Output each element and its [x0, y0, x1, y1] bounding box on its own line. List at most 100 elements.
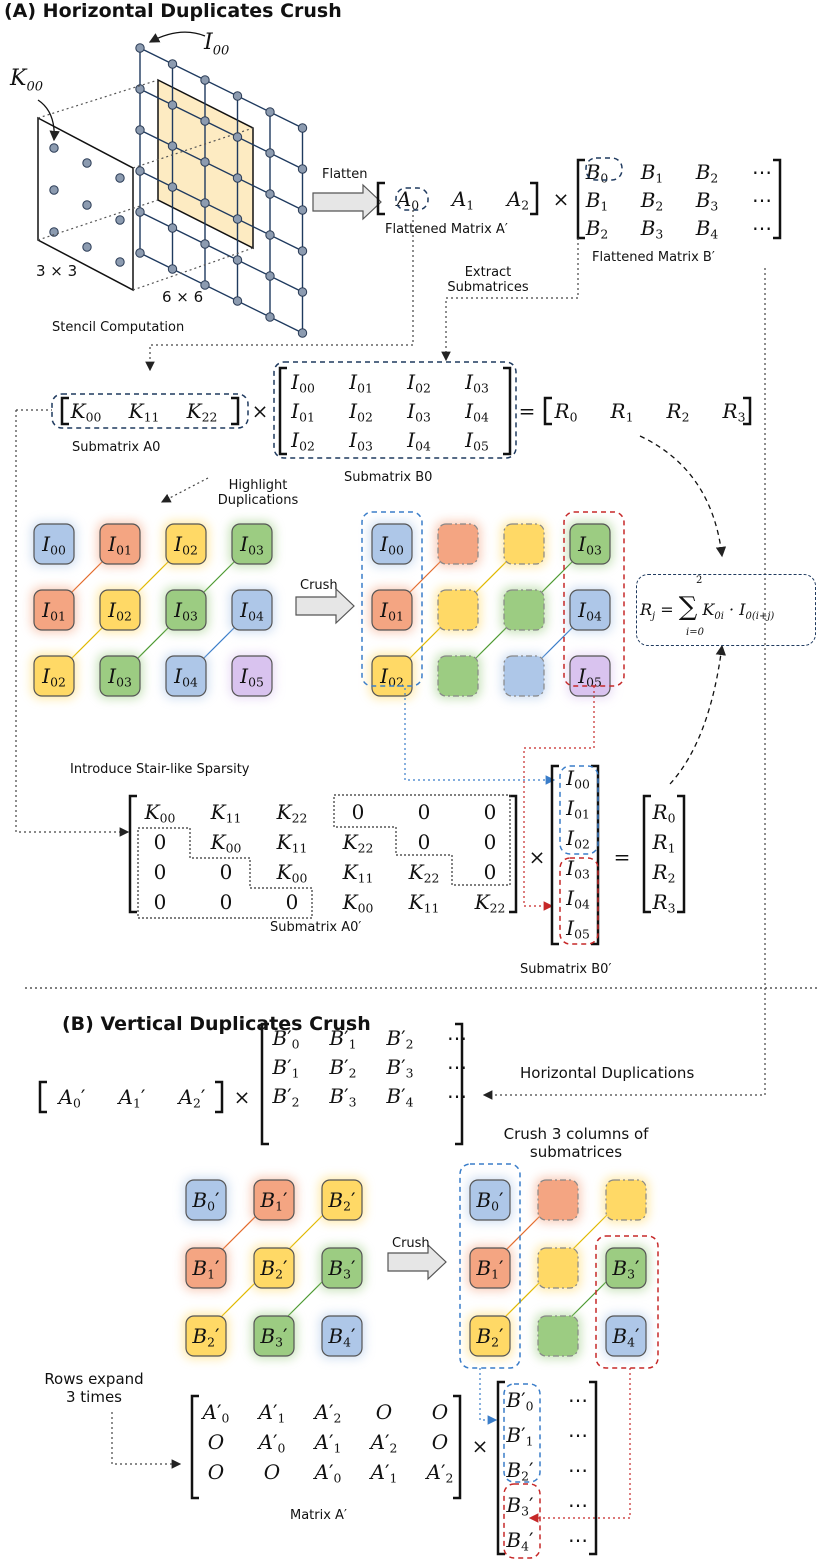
a0p-entry: K11: [342, 860, 374, 885]
crushed-cell: [537, 1247, 579, 1289]
formula-lower: i=0: [686, 627, 704, 638]
kernel-point: [49, 143, 59, 153]
horizontal-dup-line: [482, 268, 766, 1100]
cell-label: I01: [41, 598, 66, 623]
r-col-formula-arrow: [669, 644, 727, 785]
matrix-a-entry: A′1: [257, 1400, 286, 1425]
matrix-cell: [569, 589, 611, 631]
matrix-cell: [185, 1179, 227, 1221]
b-b-entry: B′2: [328, 1055, 356, 1080]
matrix-bracket: [38, 1080, 47, 1114]
cell-label: I01: [379, 598, 404, 623]
matrix-b-entry: B′0: [505, 1388, 533, 1413]
grid-point: [265, 107, 275, 117]
kernel-point: [115, 173, 125, 183]
crushed-cell: [437, 589, 479, 631]
a0p-entry: K11: [408, 890, 440, 915]
matrix-bracket: [128, 794, 137, 914]
a0p-entry: K00: [144, 800, 176, 825]
grid-point: [135, 125, 145, 135]
matrix-cell: [321, 1247, 363, 1289]
grid-point: [265, 271, 275, 281]
grid-point: [232, 296, 243, 306]
b0p-entry: I03: [565, 856, 590, 881]
kernel-point: [115, 215, 125, 225]
section-b-title: (B) Vertical Duplicates Crush: [62, 1013, 371, 1035]
cell-label: B0′: [475, 1188, 504, 1213]
r-entry: R2: [666, 399, 690, 424]
kernel-point: [82, 200, 92, 210]
flattened-a-entry: A1: [450, 187, 474, 212]
flattened-b-entry: B2: [695, 160, 719, 185]
b0p-entry: I05: [565, 916, 590, 941]
a0p-entry: K11: [276, 830, 308, 855]
b0p-lower: [559, 857, 599, 945]
red-flow: [523, 686, 595, 911]
a0p-entry: K22: [408, 860, 440, 885]
b0p-entry: I01: [565, 796, 590, 821]
flattened-b-entry: ⋯: [752, 160, 772, 184]
kernel-point: [115, 257, 125, 267]
matrix-a-entry: O: [376, 1400, 392, 1424]
cell-label: I03: [239, 532, 264, 557]
b-b-entry: B′1: [271, 1055, 299, 1080]
cell-label: I03: [107, 664, 132, 689]
r-formula-arrow: [639, 435, 727, 558]
a0p-entry: K00: [210, 830, 242, 855]
a0-extract-line: [145, 210, 414, 372]
matrix-bracket: [496, 1380, 505, 1556]
b0-entry: I02: [406, 370, 431, 395]
matrix-b-entry: B2′: [505, 1458, 534, 1483]
matrix-cell: [321, 1315, 363, 1357]
matrix-a-entry: A′0: [257, 1430, 286, 1455]
formula-upper: 2: [696, 575, 703, 586]
r-entry: R1: [610, 399, 634, 424]
flattened-a-label: Flattened Matrix A′: [385, 222, 508, 237]
matrix-a-entry: O: [432, 1400, 448, 1424]
grid-point: [135, 84, 145, 94]
b0-extract-line: [441, 238, 579, 362]
b0p-entry: I00: [565, 766, 590, 791]
grid-point: [232, 91, 243, 101]
matrix-cell: [321, 1179, 363, 1221]
flattened-b-entry: ⋯: [752, 188, 772, 212]
b-b-entry: B′3: [385, 1055, 413, 1080]
crush-3-label: Crush 3 columns of submatrices: [503, 1125, 649, 1161]
stair-label: Introduce Stair-like Sparsity: [70, 762, 250, 777]
crushed-cell: [537, 1179, 579, 1221]
matrix-bracket: [576, 158, 585, 240]
cell-label: I02: [41, 664, 66, 689]
grid-size-label: 6 × 6: [162, 288, 204, 306]
matrix-b-ellipsis: ⋯: [568, 1423, 588, 1447]
matrix-bracket: [453, 1394, 462, 1500]
submatrix-a0-label: Submatrix A0: [72, 440, 161, 455]
blue-flow: [392, 685, 556, 785]
equals-sign: =: [614, 845, 631, 869]
matrix-bracket: [591, 764, 600, 946]
matrix-cell: [99, 589, 141, 631]
crushed-cell: [503, 523, 545, 565]
a0p-entry: K00: [342, 890, 374, 915]
matrix-b-lower: [503, 1483, 541, 1559]
b0-entry: I05: [464, 428, 489, 453]
grid-point: [232, 173, 243, 183]
matrix-cell: [253, 1179, 295, 1221]
a0p-entry: 0: [484, 800, 497, 824]
b-a-entry: A2′: [177, 1085, 206, 1110]
submatrix-b0-label: Submatrix B0: [344, 470, 433, 485]
b-b-entry: B′0: [271, 1026, 299, 1051]
matrix-cell: [99, 523, 141, 565]
grid-point: [297, 205, 308, 215]
cell-label: I00: [379, 532, 404, 557]
a0p-entry: K22: [276, 800, 308, 825]
b0-entry: I03: [348, 428, 373, 453]
a0p-entry: 0: [418, 800, 431, 824]
matrix-bracket: [677, 794, 686, 914]
flattened-a-entry: A2: [505, 187, 529, 212]
a0p-entry: 0: [484, 830, 497, 854]
extract-label: Extract Submatrices: [447, 265, 529, 295]
matrix-a-entry: O: [208, 1430, 224, 1454]
matrix-bracket: [503, 366, 512, 456]
matrix-bracket: [455, 1022, 464, 1146]
